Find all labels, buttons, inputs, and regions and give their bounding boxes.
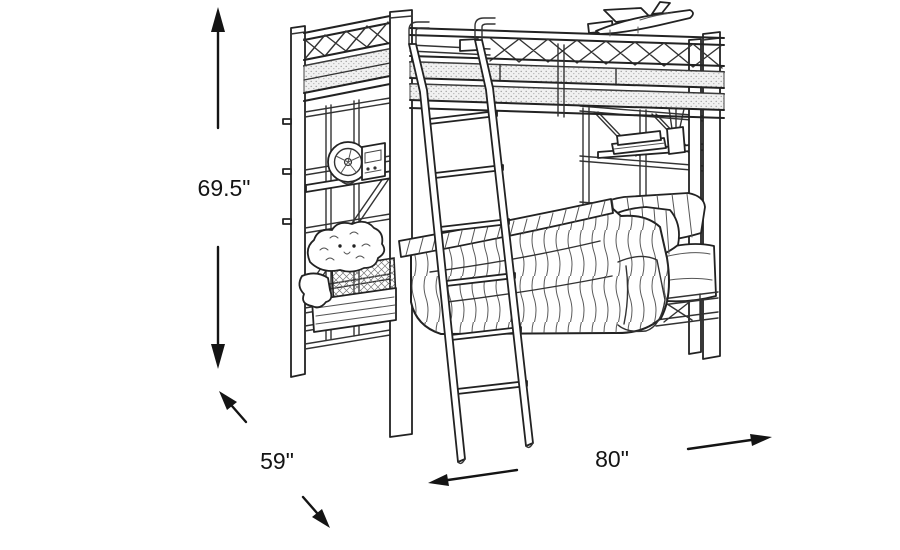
plush-toy [306,220,386,273]
plane-body [595,9,694,35]
arrowhead-downright [312,509,330,528]
arrowhead-up [211,7,225,32]
top-mattress-front-lower [409,83,725,111]
arrowhead-down [211,344,225,369]
post-hook [282,218,292,225]
arrowhead-left [428,474,449,486]
folded-blankets [298,257,397,333]
arrowhead-right [750,434,772,446]
pencil-cup [666,104,686,155]
dimension-width: 80" [428,434,772,486]
height-dimension-label: 69.5" [198,175,251,201]
right-shelf [597,104,705,159]
fan [327,141,369,185]
left-shelf [305,141,393,193]
toy-plane [587,1,694,37]
post-hook [282,168,292,175]
depth-dimension-label: 59" [260,448,294,474]
guard-rail-truss [489,37,723,69]
dimension-height: 69.5" [198,7,251,369]
radio [361,142,386,181]
bunk-bed [282,1,725,465]
arrowhead-upleft [219,391,237,410]
top-mattress-front [409,61,725,89]
hanging-fold [617,255,666,333]
rear-left-post [282,25,306,378]
front-left-post [389,9,413,438]
top-bunk-front [409,27,725,119]
ladder-hook [408,21,430,45]
books [611,130,667,155]
top-bunk-left-end [303,15,391,102]
ladder [408,17,534,465]
ladder-hook [474,17,496,41]
dimension-depth: 59" [219,391,330,528]
post-hook [282,118,292,125]
width-dimension-label: 80" [595,446,629,472]
